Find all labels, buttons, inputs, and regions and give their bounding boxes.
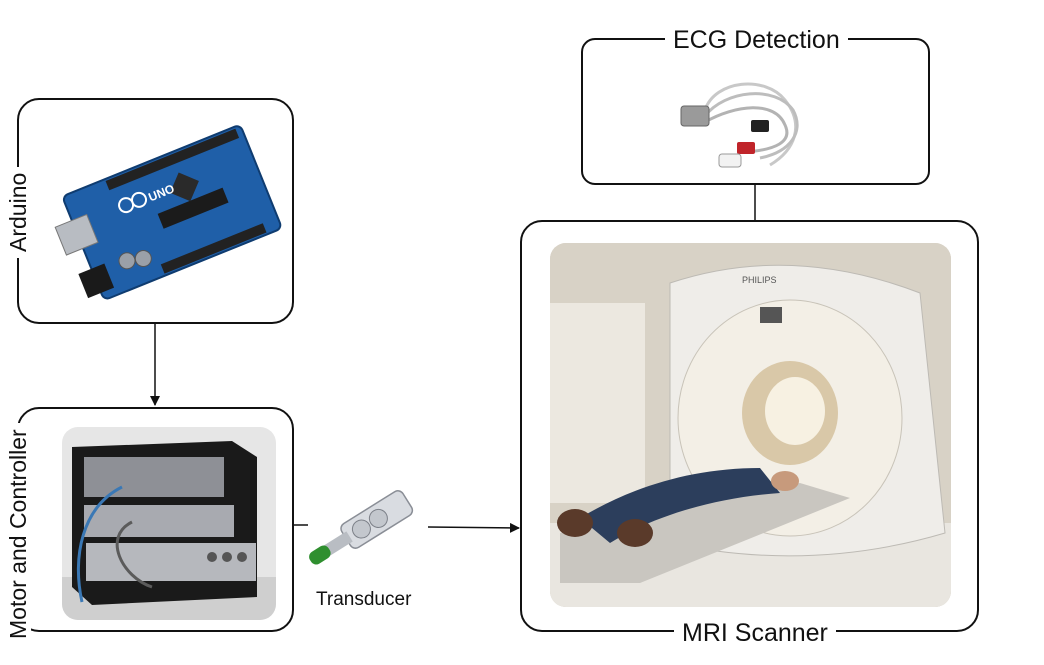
transducer-image	[308, 482, 428, 582]
ecg-label: ECG Detection	[665, 26, 848, 54]
arrow-transducer-to-mri	[427, 522, 520, 533]
mri-scanner-image: PHILIPS	[550, 243, 951, 607]
motor-controller-photo	[62, 427, 276, 620]
motor-controller-block	[17, 407, 294, 632]
mri-brand: PHILIPS	[742, 275, 777, 285]
arduino-board-image: UNO	[54, 125, 282, 300]
motor-rack-image	[62, 441, 276, 620]
arduino-label: Arduino	[5, 166, 31, 258]
ecg-leads-image	[680, 82, 799, 168]
mri-scanner-photo: PHILIPS	[550, 243, 951, 607]
arduino-block: UNO	[17, 98, 294, 324]
ecg-block	[581, 38, 930, 185]
mri-block: PHILIPS	[520, 220, 979, 632]
mri-label: MRI Scanner	[674, 619, 836, 647]
motor-controller-label: Motor and Controller	[5, 423, 31, 645]
transducer-label: Transducer	[316, 589, 412, 611]
